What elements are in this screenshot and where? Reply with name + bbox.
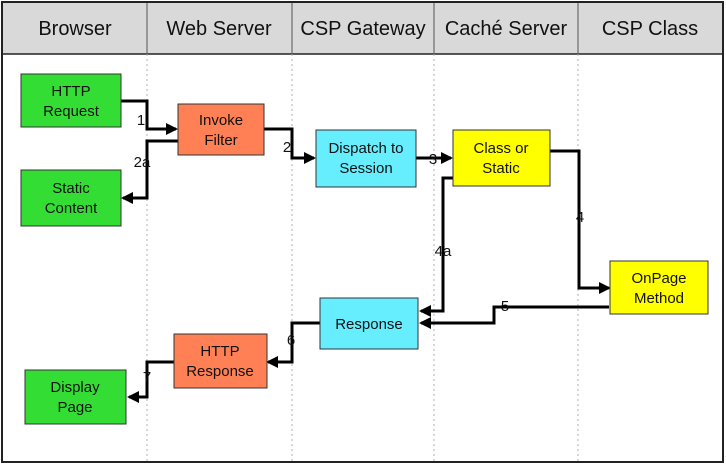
step-label-5: 5 [501, 298, 509, 315]
lane-title-csp-class: CSP Class [602, 18, 698, 40]
connector-6-response-to-http-response [266, 321, 320, 368]
box-http-response-line-1: HTTP [200, 343, 239, 360]
box-static-content [20, 169, 122, 227]
box-display-page [24, 369, 127, 425]
box-invoke-filter-line-1: Invoke [199, 112, 243, 129]
step-label-1: 1 [137, 112, 145, 129]
box-dispatch-to-session-line-1: Dispatch to [328, 140, 403, 157]
box-display-page-line-2: Page [57, 399, 92, 416]
lane-title-cache-server: Caché Server [445, 18, 568, 40]
box-invoke-filter-line-2: Filter [204, 132, 237, 149]
connector-4-class-to-onpage [549, 149, 611, 294]
box-invoke-filter [177, 103, 265, 156]
step-label-2a: 2a [134, 154, 151, 171]
connector-2a-filter-to-static [121, 139, 178, 204]
step-label-4: 4 [576, 209, 584, 226]
step-label-7: 7 [143, 369, 151, 386]
box-http-request [20, 73, 122, 128]
box-class-or-static-line-2: Static [482, 160, 520, 177]
box-onpage-method-line-2: Method [634, 290, 684, 307]
box-display-page-line-1: Display [50, 379, 100, 396]
box-class-or-static-line-1: Class or [473, 140, 528, 157]
box-http-request-line-2: Request [43, 103, 100, 120]
box-class-or-static [452, 129, 551, 187]
connector-4a-class-to-response [419, 176, 453, 317]
box-static-content-line-2: Content [45, 200, 98, 217]
box-http-request-line-1: HTTP [51, 83, 90, 100]
box-onpage-method-line-1: OnPage [631, 270, 686, 287]
watermark-text: 知乎 @姚鑫 [602, 424, 708, 448]
connector-2-filter-to-dispatch [264, 127, 316, 164]
connector-7-http-response-to-display [127, 360, 174, 403]
step-label-4a: 4a [435, 243, 452, 260]
box-response-line-1: Response [335, 316, 403, 333]
box-dispatch-to-session-line-2: Session [339, 160, 392, 177]
header-band [3, 3, 722, 54]
connector-5-onpage-to-response [419, 305, 609, 329]
lane-title-web-server: Web Server [166, 18, 272, 40]
connector-1-request-to-filter [121, 99, 178, 135]
lane-title-browser: Browser [38, 18, 112, 40]
box-dispatch-to-session [315, 129, 417, 188]
box-response [319, 297, 419, 350]
step-label-2: 2 [283, 139, 291, 156]
box-http-response-line-2: Response [186, 363, 254, 380]
box-http-response [173, 333, 268, 389]
box-onpage-method [609, 260, 709, 315]
step-label-6: 6 [287, 332, 295, 349]
step-label-3: 3 [429, 151, 437, 168]
lane-title-csp-gateway: CSP Gateway [300, 18, 425, 40]
box-static-content-line-1: Static [52, 180, 90, 197]
